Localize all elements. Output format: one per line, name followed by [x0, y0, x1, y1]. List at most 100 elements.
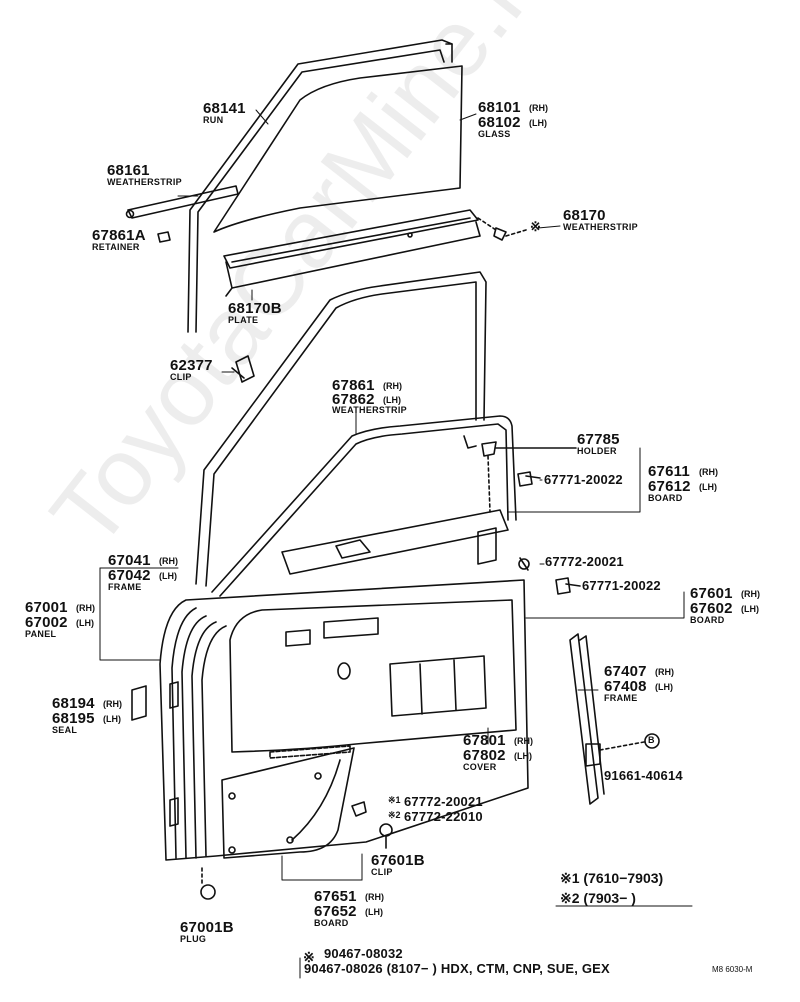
- retainer-clip: [157, 231, 171, 243]
- board-67611-name: BOARD: [648, 493, 683, 503]
- footnote-2: ※2 (7903− ): [560, 890, 636, 906]
- panel-number-lh: 67002: [25, 614, 68, 631]
- cover-number-rh: 67801: [463, 732, 506, 749]
- board-67652-number-lh: 67652: [314, 903, 357, 920]
- frame-67407-side-rh: (RH): [655, 667, 674, 677]
- clip-67772: [518, 557, 530, 571]
- frame-67408-number-lh: 67408: [604, 678, 647, 695]
- panel-name: PANEL: [25, 629, 57, 639]
- door-weatherstrip: [211, 415, 517, 597]
- plate-name: PLATE: [228, 315, 259, 325]
- board-67601-number-rh: 67601: [690, 585, 733, 602]
- board-67652-side-lh: (LH): [365, 907, 383, 917]
- weatherstrip-68161-name: WEATHERSTRIP: [107, 177, 182, 187]
- bottom-note-line2: 90467-08026 (8107− ) HDX, CTM, CNP, SUE,…: [304, 961, 610, 976]
- lower-board: [221, 747, 355, 859]
- leader-lines: [99, 109, 693, 979]
- screw-pair: [351, 801, 393, 849]
- plug-name: PLUG: [180, 934, 207, 944]
- weatherstrip-67861-name: WEATHERSTRIP: [332, 405, 407, 415]
- clip-67772-number: 67772-20021: [545, 554, 624, 569]
- board-67651-side-rh: (RH): [365, 892, 384, 902]
- screw-mark-2: ※2: [388, 810, 401, 820]
- screw-mark-1: ※1: [388, 795, 401, 805]
- board-67601-name: BOARD: [690, 615, 725, 625]
- board-67602-number-lh: 67602: [690, 600, 733, 617]
- door-panel: [159, 579, 529, 861]
- holder-number: 67785: [577, 431, 620, 448]
- run-channel: [187, 39, 453, 333]
- frame-67042-side-lh: (LH): [159, 571, 177, 581]
- board-67612-side-lh: (LH): [699, 482, 717, 492]
- clip-67771-lower-number: 67771-20022: [582, 578, 661, 593]
- clip-67601b-number: 67601B: [371, 852, 425, 869]
- weatherstrip-67862-side-lh: (LH): [383, 395, 401, 405]
- cover-side-rh: (RH): [514, 736, 533, 746]
- run-number: 68141: [203, 100, 246, 117]
- board-67651-number-rh: 67651: [314, 888, 357, 905]
- footnote-1: ※1 (7610−7903): [560, 870, 664, 886]
- clip-62377-name: CLIP: [170, 372, 192, 382]
- frame-67407-number-rh: 67407: [604, 663, 647, 680]
- bolt-marker: [599, 733, 660, 751]
- diagram-code: M8 6030-M: [712, 965, 753, 974]
- frame-67041-number-rh: 67041: [108, 552, 151, 569]
- weatherstrip-67861-side-rh: (RH): [383, 381, 402, 391]
- plate-number: 68170B: [228, 300, 282, 317]
- panel-side-rh: (RH): [76, 603, 95, 613]
- panel-number-rh: 67001: [25, 599, 68, 616]
- retainer-number: 67861A: [92, 227, 146, 244]
- weatherstrip-68161: [125, 185, 239, 219]
- clip-67771-lower: [555, 577, 581, 595]
- glass-side-rh: (RH): [529, 103, 548, 113]
- clip-62377-number: 62377: [170, 357, 213, 374]
- holder-67785: [481, 441, 577, 513]
- glass-name: GLASS: [478, 129, 511, 139]
- weatherstrip-68170-name: WEATHERSTRIP: [563, 222, 638, 232]
- weatherstrip-68170: [223, 209, 479, 269]
- seal-number-rh: 68194: [52, 695, 95, 712]
- run-name: RUN: [203, 115, 224, 125]
- board-67612-number-lh: 67612: [648, 478, 691, 495]
- plug-number: 67001B: [180, 919, 234, 936]
- weatherstrip-68170-number: 68170: [563, 207, 606, 224]
- seal-name: SEAL: [52, 725, 78, 735]
- frame-67408-side-lh: (LH): [655, 682, 673, 692]
- bolt-number: 91661-40614: [604, 768, 683, 783]
- clip-67771-upper-number: 67771-20022: [544, 472, 623, 487]
- glass-number-rh: 68101: [478, 99, 521, 116]
- note-mark-68170: ※: [530, 219, 541, 234]
- board-67601-side-rh: (RH): [741, 589, 760, 599]
- board-67651-name: BOARD: [314, 918, 349, 928]
- frame-67407-name: FRAME: [604, 693, 638, 703]
- clip-67601b-name: CLIP: [371, 867, 393, 877]
- rear-frame: [569, 633, 605, 805]
- frame-67042-number-lh: 67042: [108, 567, 151, 584]
- clip-62377: [231, 355, 255, 383]
- weatherstrip-67862-number-lh: 67862: [332, 391, 375, 408]
- screw-number-1: 67772-20021: [404, 794, 483, 809]
- cover-number-lh: 67802: [463, 747, 506, 764]
- plug-67001b: [200, 867, 216, 900]
- frame-67041-name: FRAME: [108, 582, 142, 592]
- weatherstrip-67861-number-rh: 67861: [332, 377, 375, 394]
- bottom-note-mark: ※: [303, 949, 315, 965]
- cover-name: COVER: [463, 762, 497, 772]
- board-67602-side-lh: (LH): [741, 604, 759, 614]
- seal-side-lh: (LH): [103, 714, 121, 724]
- weatherstrip-68161-number: 68161: [107, 162, 150, 179]
- seal-number-lh: 68195: [52, 710, 95, 727]
- screw-number-2: 67772-22010: [404, 809, 483, 824]
- board-67611-side-rh: (RH): [699, 467, 718, 477]
- glass-number-lh: 68102: [478, 114, 521, 131]
- door-sash-frame: [195, 271, 487, 587]
- holder-name: HOLDER: [577, 446, 617, 456]
- inner-board-upper: [281, 509, 509, 575]
- plate-68170b: [225, 221, 481, 297]
- board-67611-number-rh: 67611: [648, 463, 690, 480]
- bolt-marker-letter: B: [648, 735, 655, 745]
- panel-side-lh: (LH): [76, 618, 94, 628]
- retainer-name: RETAINER: [92, 242, 140, 252]
